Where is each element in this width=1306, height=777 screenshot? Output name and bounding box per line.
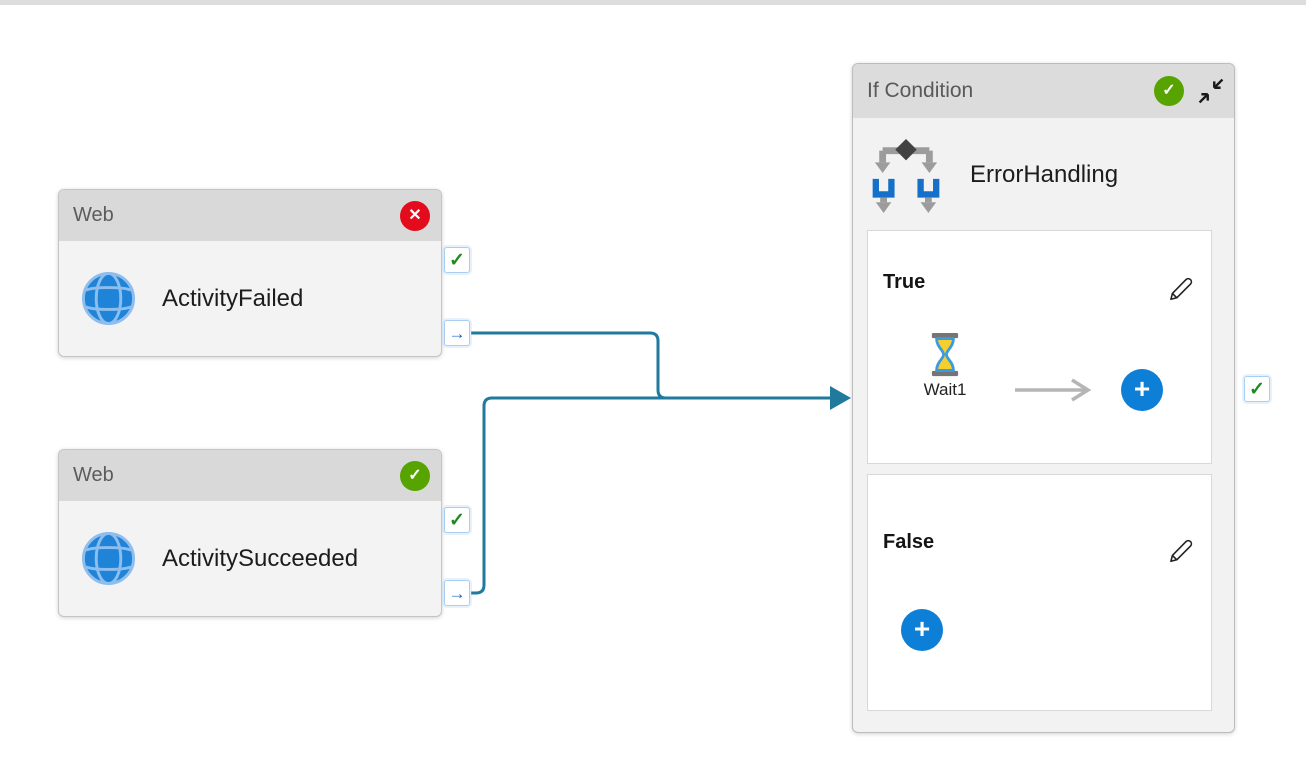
activity-card-web-succeeded[interactable]: Web ✓ ActivitySucceeded [58,449,442,617]
activity-type-label: Web [73,464,114,486]
if-true-branch-panel: True Wait1 + [867,230,1212,464]
activity-card-web-failed[interactable]: Web ✕ ActivityFailed [58,189,442,357]
collapse-icon[interactable] [1198,78,1224,104]
activity-name: Wait1 [923,380,967,399]
connector-arrowhead-icon [830,386,851,410]
check-icon: ✓ [449,249,465,271]
plus-icon: + [1133,372,1151,404]
ifcondition-success-port[interactable]: ✓ [1244,376,1270,402]
branch-label-true: True [883,271,926,293]
activitysucceeded-output-port[interactable]: → [444,580,470,606]
if-false-branch-panel: False + [867,474,1212,711]
branch-label-false: False [883,531,935,553]
if-condition-header: If Condition ✓ [853,64,1234,118]
arrow-right-icon: → [448,323,466,343]
activity-card-header: Web ✓ [59,450,441,501]
activity-card-header: Web ✕ [59,190,441,241]
activity-name: ActivitySucceeded [162,544,359,572]
add-activity-button-false[interactable]: + [901,609,943,651]
if-condition-icon [872,138,940,213]
if-condition-title-row: ErrorHandling [853,118,1234,214]
edit-pencil-icon[interactable] [1167,537,1195,565]
web-globe-icon [81,531,136,586]
check-icon: ✓ [1249,378,1265,400]
activity-wait1[interactable]: Wait1 [916,332,974,400]
toolbar-bottom-edge [0,0,1306,5]
activitysucceeded-success-port[interactable]: ✓ [444,507,470,533]
plus-icon: + [913,612,931,644]
activity-card-if-condition[interactable]: If Condition ✓ [852,63,1235,733]
edit-pencil-icon[interactable] [1167,275,1195,303]
arrow-right-icon: → [448,583,466,603]
check-icon: ✓ [408,466,422,484]
status-success-badge: ✓ [400,460,430,491]
check-icon: ✓ [1162,82,1176,99]
status-success-badge: ✓ [1154,76,1184,106]
error-x-icon: ✕ [408,206,422,224]
connector-activitysucceeded-to-ifcondition[interactable] [471,396,831,595]
activity-card-body: ActivityFailed [59,241,441,356]
activity-card-body: ActivitySucceeded [59,501,441,616]
activity-name: ActivityFailed [162,284,304,312]
activityfailed-success-port[interactable]: ✓ [444,247,470,273]
add-activity-button-true[interactable]: + [1121,369,1163,411]
status-error-badge: ✕ [400,200,430,231]
check-icon: ✓ [449,509,465,531]
flow-arrow-icon [1015,378,1092,402]
web-globe-icon [81,271,136,326]
activity-type-label: Web [73,204,114,226]
hourglass-icon [931,332,959,377]
activity-type-label: If Condition [867,79,974,102]
activity-name: ErrorHandling [970,161,1119,188]
connector-activityfailed-to-ifcondition[interactable] [471,331,831,400]
activityfailed-output-port[interactable]: → [444,320,470,346]
